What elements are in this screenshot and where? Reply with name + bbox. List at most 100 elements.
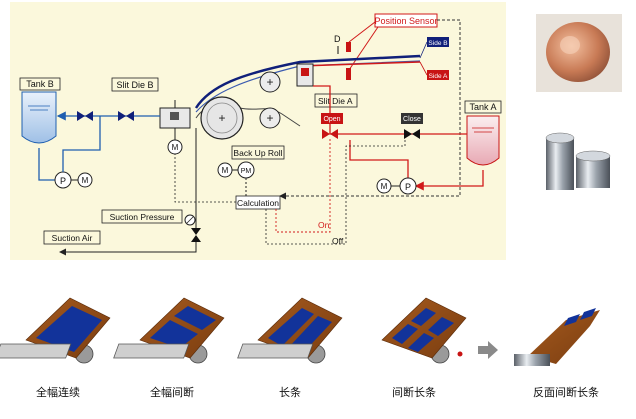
suction-valve [191,228,201,242]
tank-a [466,115,500,166]
coating-stripe [268,308,314,346]
die-b-motor-label: M [172,143,179,152]
pipe-b-return [62,116,101,172]
idler-roll-1 [259,71,281,93]
slit-die-b-label: Slit Die B [116,80,153,90]
suction-air-box [43,230,101,245]
coating-block [150,320,198,348]
roller-base [237,343,314,359]
process-arrow [478,341,498,359]
pattern-caption: 全幅连续 [36,385,80,399]
suction-pressure-label: Suction Pressure [110,212,175,222]
coating-block [411,308,436,326]
pattern-item: 全幅连续 [25,297,111,399]
pump-b-label: P [60,176,66,186]
coating-block [408,333,434,352]
film-strip [528,310,600,364]
suction-pressure-box [101,209,183,224]
coating-continuous [36,306,102,352]
pipe-a-pump-out [349,140,409,186]
back-up-roll-label-box [231,145,285,160]
pump-a-label: P [405,182,411,192]
copper-roll-face [546,22,610,82]
tank-a-label-box [464,100,502,114]
pump-b-motor-label: M [82,176,89,185]
valve-open [322,129,338,139]
pump-a-motor-label: M [381,182,388,191]
aluminum-roll-large [546,138,574,190]
calc-to-die-b-line [174,154,236,203]
side-b-label: Side B [428,40,447,47]
valve-b-1 [77,111,93,121]
on-signal-line [275,139,331,233]
suction-air-line [59,242,197,256]
off-signal-line [265,139,406,245]
slit-die-b-core [170,112,179,120]
slit-die-b-label-box [111,77,159,92]
pressure-gauge-needle [186,216,194,224]
pattern-item: 反面间断长条 [478,308,600,399]
side-a-label: Side A [429,73,448,80]
pipe-a-return [414,170,484,191]
calculation-box [235,195,281,210]
film-sheet [381,297,467,359]
copper-foil-photo [536,14,622,92]
off-label: Off [332,236,344,246]
side-b-leader [419,41,428,59]
back-up-roll-label: Back Up Roll [233,148,282,158]
web-coating-red [299,61,421,67]
tank-a-label: Tank A [469,102,496,112]
open-label: Open [323,116,340,123]
aluminum-foil-photo [536,116,622,200]
back-up-roll-plus: + [218,111,225,125]
d-marker: D [334,34,341,44]
tank-b-label-box [19,77,61,91]
pattern-caption: 间断长条 [392,385,436,399]
pattern-caption: 全幅间断 [150,385,194,399]
sensor-side-a-block [346,68,351,80]
slit-die-a-core [301,68,309,76]
coating-block [392,324,418,344]
roller-base [113,343,190,359]
close-label: Close [403,116,421,123]
red-marker [457,351,463,357]
pipe-b-down [38,148,55,181]
position-sensor-label: Position Sensor [374,16,437,26]
side-a-tag [427,70,449,80]
coating-block [428,317,454,336]
web-path-mid [195,60,421,113]
pattern-item: 全幅间断 [0,297,225,399]
sensor-leader-b [348,21,376,43]
coating-patterns-row: 全幅连续 全幅间断长条间断长条 反面间断长条 [0,297,600,399]
idler-roll-2-plus: + [266,111,273,125]
suction-air-label: Suction Air [52,233,93,243]
on-label: On [318,220,330,230]
pattern-item: 间断长条 [237,297,467,399]
coating-block [580,308,596,320]
close-tag [401,113,423,124]
sensor-feedback-line [279,19,461,200]
slit-die-a-label: Slit Die A [318,96,353,106]
coating-block [564,314,580,326]
slit-die-a-label-box [314,93,358,108]
roll-pulse-motor-label: PM [241,168,252,175]
roller-base [0,343,72,359]
copper-roll-highlight [560,36,580,54]
open-tag [321,113,343,124]
back-up-roll-inner [206,102,238,134]
sensor-leader-a [348,26,379,71]
tank-b-label: Tank B [26,79,54,89]
sensor-side-b-block [346,42,351,52]
pattern-caption: 反面间断长条 [533,385,599,399]
pipe-a-main [313,85,467,135]
diagram-panel [10,2,506,260]
aluminum-roll-small [576,156,610,188]
aluminum-roll-small-top [575,150,611,162]
valve-close [404,129,420,139]
roll-motor-label: M [222,166,229,175]
aluminum-roll-large-top [545,132,575,144]
tank-b [21,91,57,144]
idler-roll-1-plus: + [266,75,273,89]
pattern-item: 长条 [113,297,343,399]
